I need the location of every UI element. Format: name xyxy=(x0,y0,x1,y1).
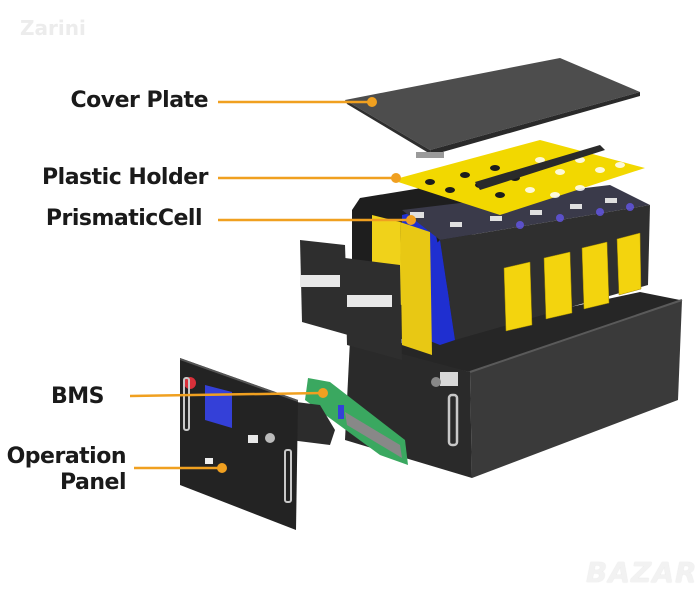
plastic-holder-plate xyxy=(392,140,645,215)
label-operation-panel-line2: Panel xyxy=(59,470,127,495)
callout-dot-bms xyxy=(318,388,328,398)
label-bms: BMS xyxy=(50,384,105,409)
label-plastic-holder: Plastic Holder xyxy=(42,165,208,190)
label-operation-panel-line1: Operation xyxy=(6,444,127,469)
operation-panel-part xyxy=(180,358,298,530)
label-operation-panel: Operation Panel xyxy=(0,444,127,496)
label-prismatic-cell: PrismaticCell xyxy=(45,206,203,231)
cell-yellow-windows xyxy=(503,232,642,332)
label-cover-plate: Cover Plate xyxy=(70,88,209,113)
callout-lines xyxy=(129,97,416,473)
callout-dot-cover-plate xyxy=(367,97,377,107)
watermark-zarini: Zarini xyxy=(20,16,86,40)
callout-dot-operation-panel xyxy=(217,463,227,473)
cell-brackets xyxy=(300,240,402,360)
callout-dot-plastic-holder xyxy=(391,173,401,183)
cover-plate-part xyxy=(345,58,640,158)
watermark-bazar: BAZAR xyxy=(586,556,697,589)
callout-dot-prismatic-cell xyxy=(406,215,416,225)
callout-line-bms xyxy=(129,391,324,398)
